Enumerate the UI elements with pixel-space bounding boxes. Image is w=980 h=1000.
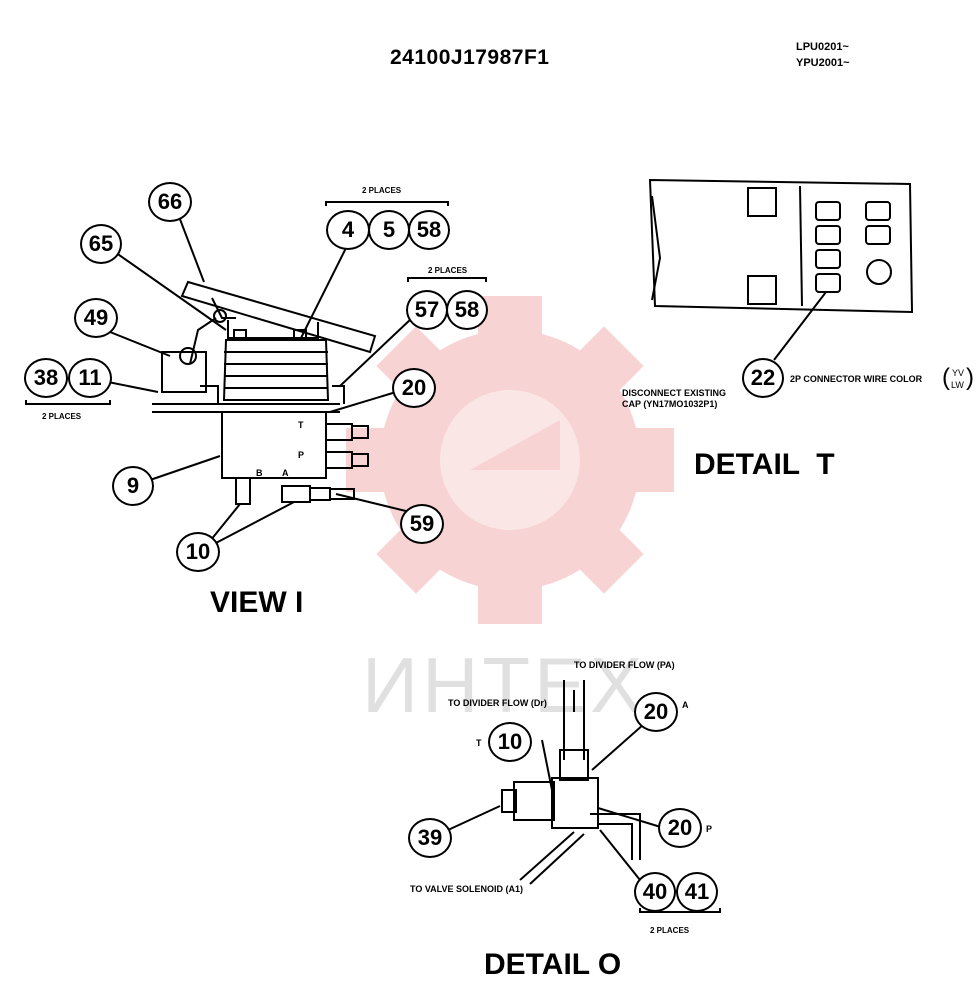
callout-o-41: 41 <box>676 872 718 912</box>
serial-range-2: YPU2001~ <box>796 57 850 69</box>
detail-o-title: DETAIL O <box>484 948 622 981</box>
callout-22: 22 <box>742 358 784 398</box>
watermark-text: ИНТЕХ <box>362 641 647 729</box>
callout-20: 20 <box>392 368 436 408</box>
port-label-t: T <box>298 420 304 430</box>
callout-9: 9 <box>112 466 154 506</box>
port-label-b: B <box>256 468 263 478</box>
callout-10: 10 <box>176 532 220 572</box>
callout-5: 5 <box>368 210 410 250</box>
to-divider-dr-label: TO DIVIDER FLOW (Dr) <box>448 698 547 708</box>
wire-color-top: YV <box>952 368 965 378</box>
callout-11: 11 <box>68 358 112 398</box>
two-places-label-mid: 2 PLACES <box>428 266 468 275</box>
disconnect-note-2: CAP (YN17MO1032P1) <box>622 399 718 409</box>
callout-59: 59 <box>400 504 444 544</box>
detail-t-title: DETAIL T <box>694 448 835 481</box>
two-places-label-detail-o: 2 PLACES <box>650 926 690 935</box>
callout-o-39: 39 <box>408 818 452 858</box>
wire-color-bracket-close: ) <box>966 364 974 391</box>
port-label-a: A <box>282 468 289 478</box>
disconnect-note-1: DISCONNECT EXISTING <box>622 388 727 398</box>
wire-color-bracket: ( <box>942 364 950 391</box>
serial-range-1: LPU0201~ <box>796 41 849 53</box>
callout-57: 57 <box>406 290 448 330</box>
to-valve-solenoid-label: TO VALVE SOLENOID (A1) <box>410 884 524 894</box>
callout-o-20-a: 20 <box>634 692 678 732</box>
callout-o-40: 40 <box>634 872 676 912</box>
port-label-p: P <box>298 450 305 460</box>
callout-4: 4 <box>326 210 370 250</box>
letter-t: T <box>476 738 482 748</box>
callout-38: 38 <box>24 358 68 398</box>
callout-65: 65 <box>80 224 122 264</box>
view-i-title: VIEW I <box>210 586 304 619</box>
callout-58: 58 <box>408 210 450 250</box>
callout-o-20-p: 20 <box>658 808 702 848</box>
letter-a: A <box>682 700 689 710</box>
part-number: 24100J17987F1 <box>390 46 550 69</box>
callout-66: 66 <box>148 182 192 222</box>
callout-49: 49 <box>74 298 118 338</box>
callout-o-10: 10 <box>488 722 532 762</box>
wire-color-bottom: LW <box>951 380 964 390</box>
connector-note: 2P CONNECTOR WIRE COLOR <box>790 374 923 384</box>
callout-58-b: 58 <box>446 290 488 330</box>
to-divider-pa-label: TO DIVIDER FLOW (PA) <box>574 660 675 670</box>
two-places-label-top: 2 PLACES <box>362 186 402 195</box>
two-places-label-left: 2 PLACES <box>42 412 82 421</box>
letter-p: P <box>706 824 713 834</box>
